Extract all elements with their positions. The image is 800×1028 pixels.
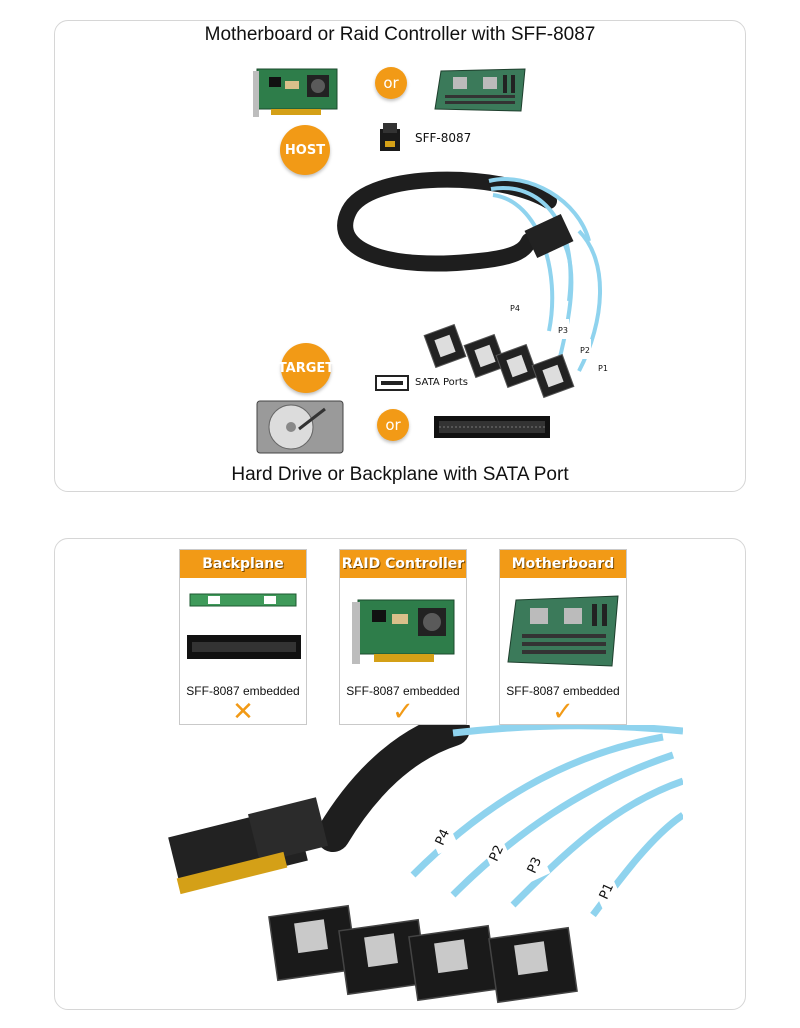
sff-8087-label: SFF-8087 <box>415 131 472 145</box>
motherboard-image-top <box>434 68 526 112</box>
card-raid-controller: RAID Controller SFF-8087 embedded ✓ <box>339 549 467 725</box>
cable-illustration-top: P4 P3 P2 P1 <box>337 171 609 399</box>
motherboard-card-image <box>507 595 619 667</box>
raid-controller-card-image <box>352 599 455 664</box>
cross-icon: ✕ <box>232 696 254 726</box>
backplane-chassis-image <box>187 635 301 659</box>
card-description: SFF-8087 embedded <box>186 684 300 698</box>
sata-ports-label: SATA Ports <box>415 377 468 388</box>
card-backplane: Backplane SFF-8087 embedded ✕ <box>179 549 307 725</box>
card-title: Backplane <box>180 550 306 578</box>
card-description: SFF-8087 embedded <box>506 684 620 698</box>
target-badge: TARGET <box>278 343 334 393</box>
port-label-p2-bottom: P2 <box>487 843 507 864</box>
card-description: SFF-8087 embedded <box>346 684 460 698</box>
sff-connector-icon <box>380 123 400 151</box>
sata-port-icon <box>375 375 409 391</box>
host-badge: HOST <box>280 125 330 175</box>
card-title: Motherboard <box>500 550 626 578</box>
card-motherboard: Motherboard SFF-8087 embedded ✓ <box>499 549 627 725</box>
check-icon: ✓ <box>392 696 414 726</box>
or-badge-bottom: or <box>377 409 409 441</box>
cable-illustration-bottom: P4 P2 P3 P1 <box>168 725 683 1004</box>
top-caption: Motherboard or Raid Controller with SFF-… <box>204 24 596 45</box>
card-title: RAID Controller <box>340 550 466 578</box>
port-label-p1-bottom: P1 <box>597 881 617 902</box>
backplane-pcb-image <box>189 593 297 607</box>
raid-controller-image <box>253 68 338 117</box>
port-label-p3-bottom: P3 <box>525 855 545 876</box>
backplane-image-top <box>434 416 550 438</box>
or-badge-top: or <box>375 67 407 99</box>
port-label-p4-top: P4 <box>510 304 520 313</box>
hard-drive-image <box>256 400 344 454</box>
bottom-caption: Hard Drive or Backplane with SATA Port <box>231 464 569 485</box>
top-diagram-panel: Motherboard or Raid Controller with SFF-… <box>54 20 746 492</box>
compatibility-panel: Backplane SFF-8087 embedded ✕ RAID Contr… <box>54 538 746 1010</box>
port-label-p4-bottom: P4 <box>433 827 453 848</box>
check-icon: ✓ <box>552 696 574 726</box>
port-label-p1-top: P1 <box>598 364 608 373</box>
port-label-p3-top: P3 <box>558 326 568 335</box>
port-label-p2-top: P2 <box>580 346 590 355</box>
